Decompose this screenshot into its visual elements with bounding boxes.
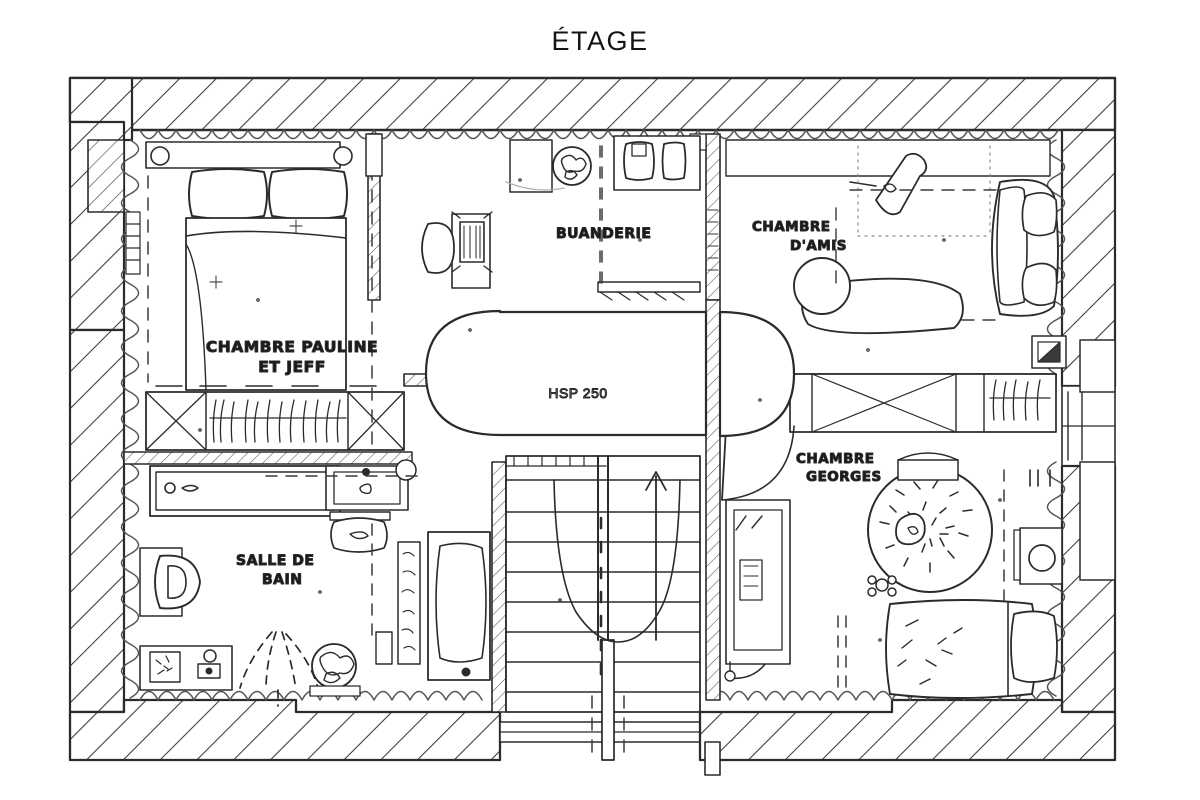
stair-up-arrow bbox=[645, 471, 667, 641]
room-label-salle-de-bain-line2: BAIN bbox=[262, 572, 302, 588]
room-chambre-pauline-jeff: CHAMBRE PAULINE ET JEFF bbox=[125, 141, 493, 451]
bidet bbox=[330, 517, 388, 553]
round-rug bbox=[867, 467, 993, 593]
room-label-salle-de-bain-line1: SALLE DE bbox=[236, 553, 314, 569]
washing-machine bbox=[552, 146, 592, 186]
stair-break-line bbox=[553, 479, 681, 643]
appliance bbox=[661, 141, 687, 181]
bed bbox=[885, 599, 1037, 699]
cushion-top bbox=[1021, 191, 1058, 237]
room-label-buanderie: BUANDERIE bbox=[556, 226, 651, 242]
door-leaf-bedroom bbox=[365, 133, 383, 177]
chair bbox=[421, 222, 455, 274]
misc-marks bbox=[198, 133, 1002, 682]
pillow bbox=[1010, 610, 1058, 683]
room-chambre-amis: CHAMBRE D'AMIS bbox=[721, 139, 1067, 501]
rug-motif bbox=[895, 512, 926, 546]
room-label-chambre-amis-line2: D'AMIS bbox=[790, 238, 847, 254]
shower-spray bbox=[239, 631, 319, 707]
room-label-chambre-georges-line1: CHAMBRE bbox=[796, 451, 875, 467]
staircase bbox=[505, 455, 701, 761]
cushion-bottom bbox=[1021, 262, 1058, 307]
toy bbox=[867, 575, 897, 597]
floor-lamp bbox=[875, 152, 928, 216]
ceiling-height-label: HSP 250 bbox=[548, 385, 607, 401]
wardrobe bbox=[145, 391, 405, 451]
room-label-chambre-georges-line2: GEORGES bbox=[806, 469, 882, 485]
pouf bbox=[793, 257, 851, 315]
page-title: ÉTAGE bbox=[551, 26, 649, 56]
room-buanderie: BUANDERIE bbox=[505, 135, 701, 301]
bedside-lamp-left bbox=[150, 146, 170, 166]
room-salle-de-bain: SALLE DE BAIN bbox=[139, 459, 491, 707]
room-chambre-georges: CHAMBRE GEORGES bbox=[727, 451, 1063, 699]
exterior-walls bbox=[68, 76, 1117, 776]
room-label-chambre-pauline-jeff-line2: ET JEFF bbox=[258, 358, 326, 376]
bedside-lamp-right bbox=[333, 146, 353, 166]
door-swing-amis bbox=[721, 425, 795, 501]
room-label-chambre-amis-line1: CHAMBRE bbox=[752, 219, 831, 235]
central-landing: HSP 250 bbox=[424, 309, 796, 438]
nightstand-lamp bbox=[1028, 544, 1056, 572]
room-label-chambre-pauline-jeff-line1: CHAMBRE PAULINE bbox=[206, 338, 378, 356]
